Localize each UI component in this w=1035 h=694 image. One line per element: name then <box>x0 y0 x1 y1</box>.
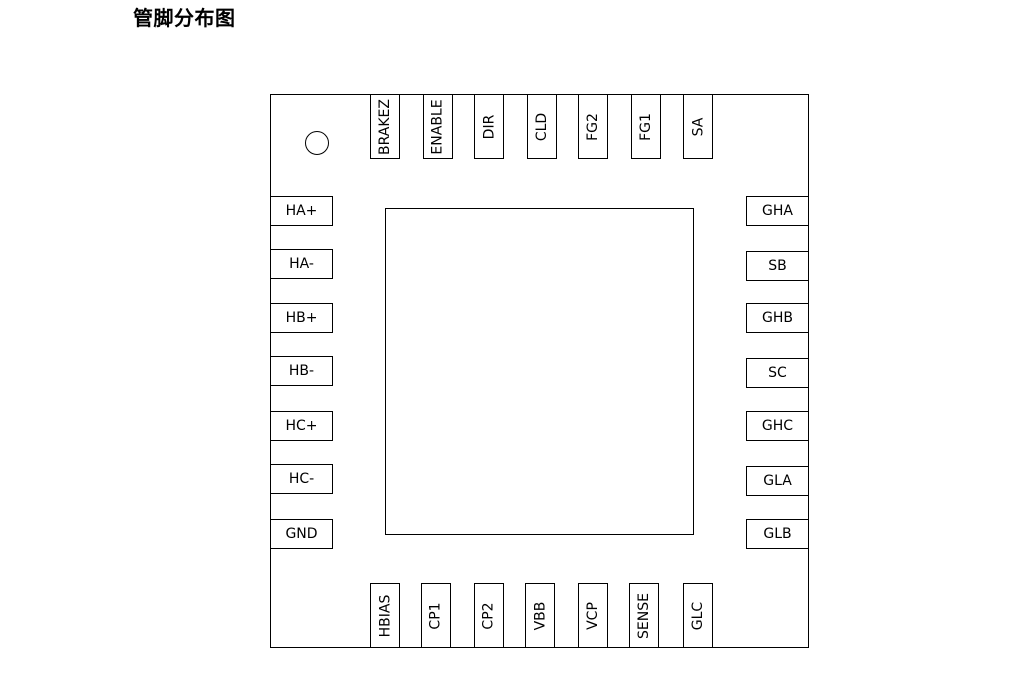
pin-right-sc: SC <box>746 358 809 388</box>
pin-bottom-glc: GLC <box>683 583 713 648</box>
pin-label: HBIAS <box>377 594 394 637</box>
pin-label: VBB <box>532 601 549 630</box>
pin-label: GLC <box>690 601 706 630</box>
pin-left-ha-plus: HA+ <box>270 196 333 226</box>
pin-label: SA <box>689 117 706 136</box>
pin-bottom-cp1: CP1 <box>421 583 451 648</box>
pin-label: DIR <box>480 114 497 139</box>
pin-top-fg2: FG2 <box>578 94 608 159</box>
pin-label: VCP <box>584 601 601 630</box>
pin-left-hc-plus: HC+ <box>270 411 333 441</box>
pin-right-sb: SB <box>746 251 809 281</box>
pin-left-hc-minus: HC- <box>270 464 333 494</box>
pin-bottom-vcp: VCP <box>578 583 608 648</box>
pin-left-hb-minus: HB- <box>270 356 333 386</box>
pin-top-brakez: BRAKEZ <box>370 94 400 159</box>
pin-label: BRAKEZ <box>377 98 393 155</box>
pin-label: FG1 <box>638 112 654 141</box>
pin-right-gla: GLA <box>746 466 809 496</box>
pin-bottom-sense: SENSE <box>629 583 659 648</box>
pin-top-cld: CLD <box>527 94 557 159</box>
pin-left-ha-minus: HA- <box>270 249 333 279</box>
pin-top-dir: DIR <box>474 94 504 159</box>
pin-bottom-vbb: VBB <box>525 583 555 648</box>
pin-right-glb: GLB <box>746 519 809 549</box>
pin-label: FG2 <box>585 112 601 141</box>
pin-right-ghb: GHB <box>746 303 809 333</box>
pin-label: CLD <box>534 112 551 141</box>
pin-left-gnd: GND <box>270 519 333 549</box>
pin-label: ENABLE <box>430 98 446 155</box>
exposed-pad <box>385 208 694 535</box>
pin-left-hb-plus: HB+ <box>270 303 333 333</box>
pin-label: CP2 <box>481 601 497 630</box>
pin-label: SENSE <box>636 592 652 639</box>
page-title: 管脚分布图 <box>133 6 236 30</box>
pin-top-sa: SA <box>683 94 713 159</box>
pin-right-gha: GHA <box>746 196 809 226</box>
pin1-marker <box>305 131 329 155</box>
pin-bottom-hbias: HBIAS <box>370 583 400 648</box>
pin-bottom-cp2: CP2 <box>474 583 504 648</box>
pin-label: CP1 <box>428 601 444 630</box>
pin-right-ghc: GHC <box>746 411 809 441</box>
pin-top-enable: ENABLE <box>423 94 453 159</box>
pin-top-fg1: FG1 <box>631 94 661 159</box>
